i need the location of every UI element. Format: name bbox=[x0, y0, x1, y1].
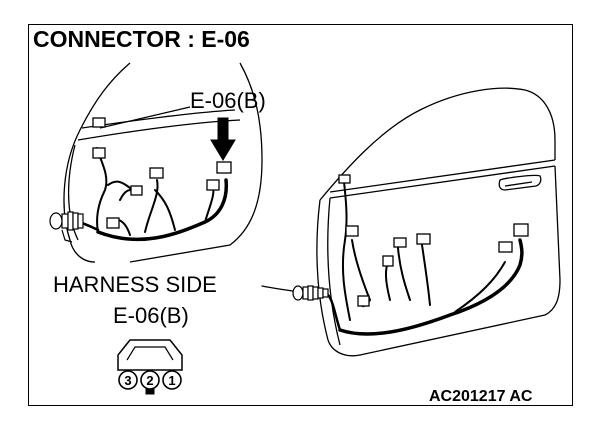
connector-pin-2: 2 bbox=[140, 370, 160, 390]
callout-leader bbox=[99, 106, 236, 161]
connector-pin-1: 1 bbox=[162, 370, 182, 390]
left-grommet bbox=[49, 211, 84, 243]
page-title: CONNECTOR : E-06 bbox=[33, 26, 250, 52]
connector-callout-label: E-06(B) bbox=[190, 88, 266, 113]
diagram-frame bbox=[28, 24, 573, 406]
left-connectors bbox=[92, 117, 232, 229]
left-wire-harness bbox=[70, 147, 229, 242]
figure-code: AC201217 AC bbox=[429, 388, 533, 405]
right-connectors bbox=[338, 174, 529, 307]
svg-text:3: 3 bbox=[124, 373, 131, 388]
connector-pin-3: 3 bbox=[118, 370, 138, 390]
right-door-panel bbox=[316, 87, 561, 357]
svg-text:2: 2 bbox=[146, 373, 153, 388]
svg-text:1: 1 bbox=[168, 373, 175, 388]
harness-connector-label: E-06(B) bbox=[113, 303, 189, 328]
harness-side-connector bbox=[117, 339, 183, 395]
right-grommet bbox=[292, 285, 329, 301]
harness-side-label: HARNESS SIDE bbox=[53, 272, 217, 297]
